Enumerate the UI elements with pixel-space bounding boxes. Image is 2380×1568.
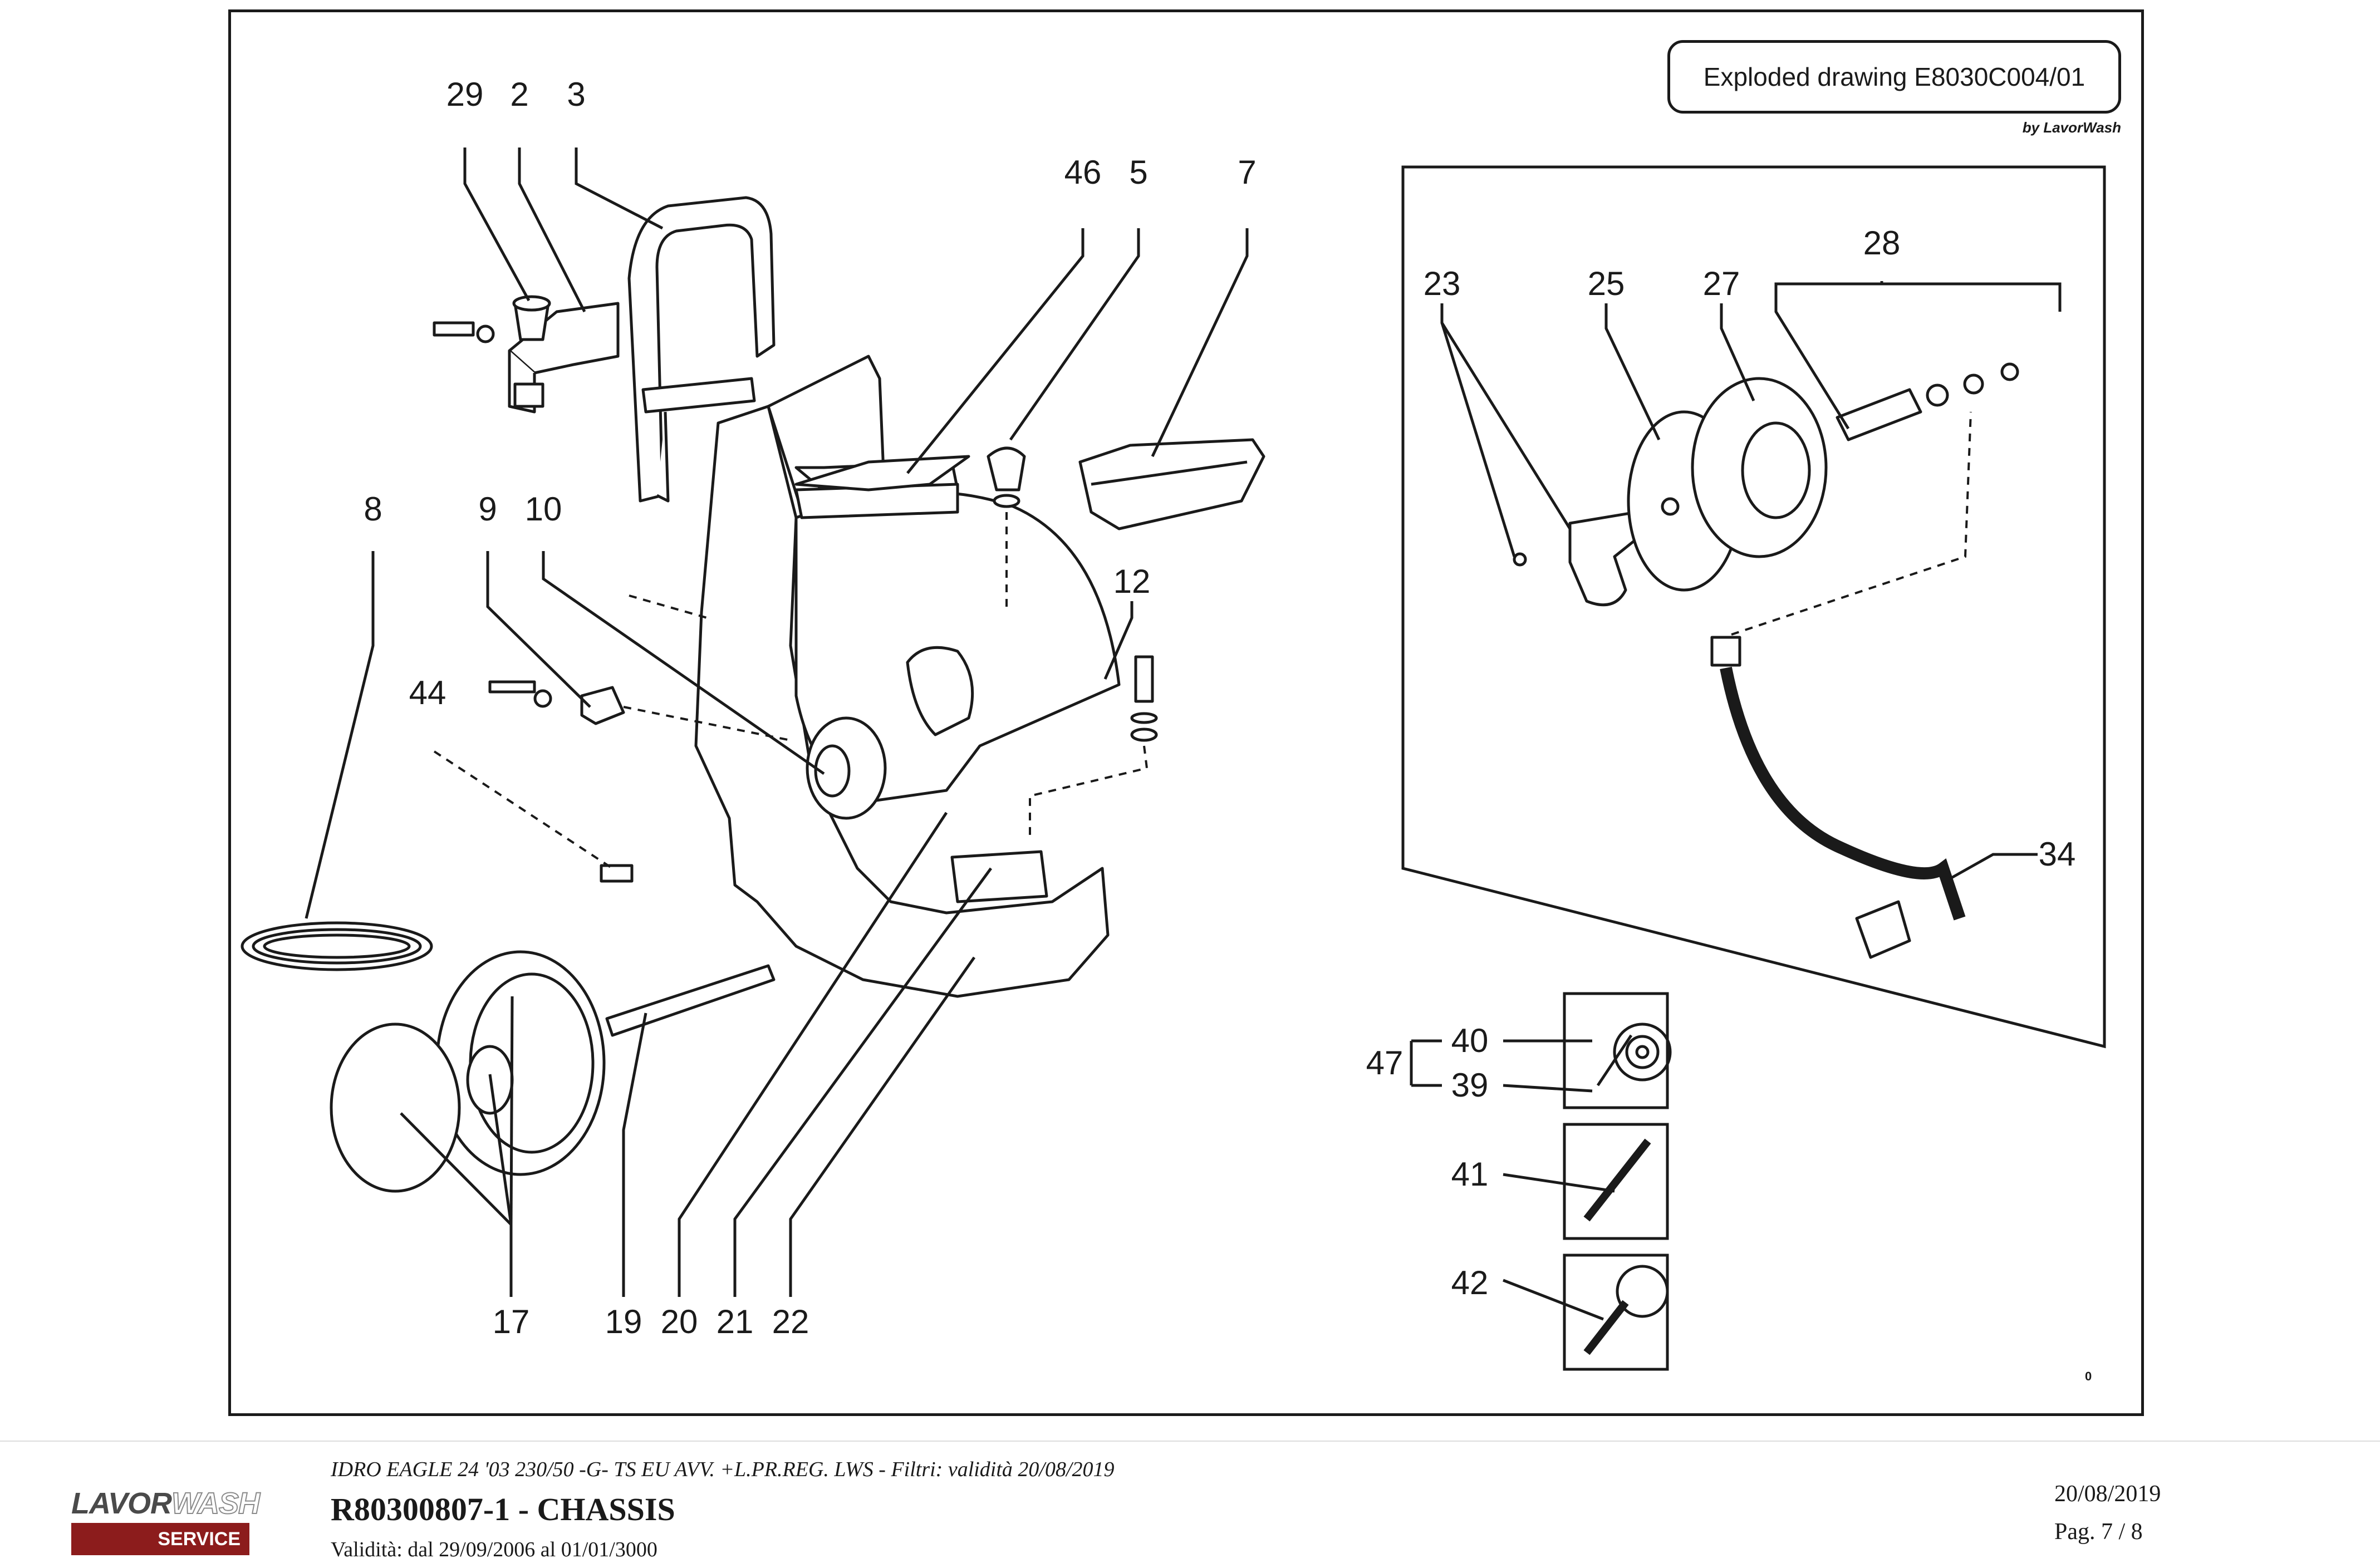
callout-22: 22 (772, 1303, 809, 1340)
logo-word-a: LAVOR (71, 1487, 172, 1520)
callout-17: 17 (493, 1303, 530, 1340)
callout-5: 5 (1129, 154, 1147, 191)
product-line: IDRO EAGLE 24 '03 230/50 -G- TS EU AVV. … (331, 1458, 1115, 1481)
tray-part (1078, 438, 1265, 530)
callout-42: 42 (1451, 1264, 1489, 1301)
callout-28: 28 (1863, 224, 1901, 262)
callout-29: 29 (446, 76, 484, 113)
callout-3: 3 (567, 76, 585, 113)
callout-41: 41 (1451, 1156, 1489, 1193)
print-date: 20/08/2019 (2054, 1481, 2161, 1507)
drawing-credit: by LavorWash (2022, 119, 2121, 136)
plate-part (794, 455, 970, 491)
callout-23: 23 (1424, 265, 1461, 302)
wheel-part (330, 950, 606, 1193)
screw-part (433, 321, 495, 343)
small-clip-part (600, 864, 634, 883)
callout-46: 46 (1064, 154, 1102, 191)
logo-service: SERVICE (71, 1523, 249, 1555)
callout-10: 10 (525, 490, 562, 528)
hose-holder-part (806, 716, 887, 820)
callout-19: 19 (605, 1303, 642, 1340)
code-title: R80300807-1 - CHASSIS (331, 1491, 675, 1527)
drawing-frame (228, 9, 2144, 1416)
hose-reel-inset (1401, 165, 2106, 1049)
bolt-part (1130, 655, 1158, 742)
callout-8: 8 (364, 490, 382, 528)
reel-hose-part (1710, 636, 1966, 959)
validity-range: Validità: dal 29/09/2006 al 01/01/3000 (331, 1538, 657, 1561)
page-mark: 0 (2085, 1369, 2092, 1383)
swivel-joint-part (1836, 362, 2019, 441)
knob-part (987, 446, 1026, 508)
handle-bracket-part (508, 302, 620, 414)
cable-coil-part (241, 921, 433, 971)
axle-part (605, 964, 776, 1037)
footer-divider (0, 1441, 2380, 1442)
page-number: Pag. 7 / 8 (2054, 1519, 2143, 1545)
callout-39: 39 (1451, 1066, 1489, 1104)
drawing-title: Exploded drawing E8030C004/01 (1667, 40, 2121, 114)
callout-9: 9 (478, 490, 497, 528)
callout-27: 27 (1703, 265, 1740, 302)
chassis-body-part (694, 355, 1121, 998)
lance-spiral-box (1563, 992, 1672, 1109)
callout-12: 12 (1113, 563, 1151, 600)
callout-34: 34 (2039, 835, 2076, 873)
callout-44: 44 (409, 674, 446, 711)
callout-40: 40 (1451, 1022, 1489, 1059)
callout-21: 21 (717, 1303, 754, 1340)
lance-box (1563, 1123, 1669, 1240)
callout-25: 25 (1588, 265, 1625, 302)
callout-7: 7 (1238, 154, 1256, 191)
callout-20: 20 (661, 1303, 698, 1340)
clip-part (488, 680, 625, 725)
nozzle-box (1563, 1254, 1669, 1371)
logo-word-b: WASH (171, 1486, 261, 1521)
callout-2: 2 (510, 76, 528, 113)
handle-part (627, 196, 776, 503)
cap-part (512, 295, 551, 341)
reel-drum-part (1691, 377, 1828, 558)
callout-47: 47 (1366, 1044, 1404, 1082)
